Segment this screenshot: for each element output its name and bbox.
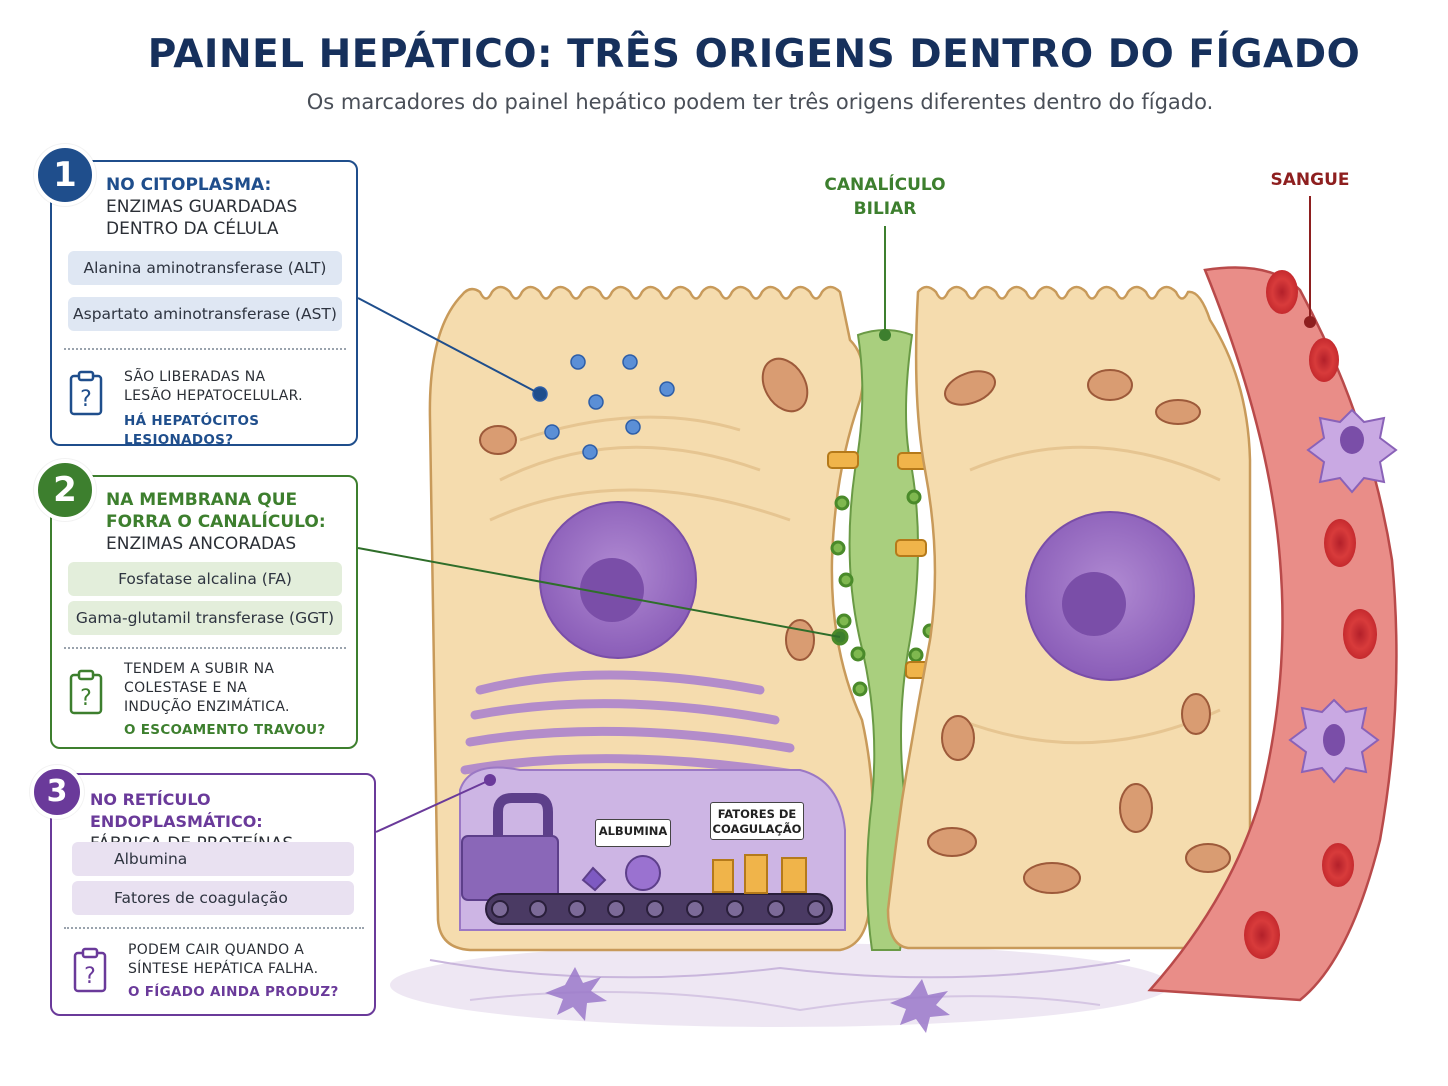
hepatocyte-right [886, 285, 1252, 950]
card-note: TENDEM A SUBIR NA COLESTASE E NA INDUÇÃO… [124, 661, 326, 738]
mitochondrion-icon [1023, 862, 1081, 894]
card-heading: NA MEMBRANA QUE FORRA O CANALÍCULO: ENZI… [106, 490, 326, 554]
card-number-badge: 2 [34, 459, 96, 521]
pointer-line-1 [357, 297, 541, 395]
card-membrane: 2 NA MEMBRANA QUE FORRA O CANALÍCULO: EN… [34, 459, 358, 749]
albumina-tag: ALBUMINA [595, 819, 671, 847]
anchored-enzymes-left [830, 495, 868, 697]
divider [64, 348, 346, 350]
red-blood-cell-icon [1266, 270, 1298, 314]
mitochondrion-icon [785, 619, 815, 661]
card-cytoplasm: 1 NO CITOPLASMA: ENZIMAS GUARDADAS DENTR… [34, 144, 358, 448]
mitochondrion-icon [1119, 783, 1153, 833]
rough-er-stack [460, 670, 805, 780]
clipboard-question-icon: ? [73, 947, 107, 993]
pointer-line-3 [375, 779, 491, 833]
marker-fatores: Fatores de coagulação [72, 881, 354, 915]
card-er: 3 NO RETÍCULO ENDOPLASMÁTICO: FÁBRICA DE… [30, 765, 376, 1016]
star-cell-icon [890, 979, 950, 1033]
cytoplasm-enzyme-dots [532, 354, 675, 460]
albumin-protein-icon [625, 855, 661, 891]
mitochondrion-icon [761, 357, 809, 413]
card-heading: NO CITOPLASMA: ENZIMAS GUARDADAS DENTRO … [106, 175, 298, 239]
mitochondrion-icon [1087, 369, 1133, 401]
divider [64, 647, 346, 649]
red-blood-cell-icon [1309, 338, 1339, 382]
marker-fa: Fosfatase alcalina (FA) [68, 562, 342, 596]
mitochondrion-icon [479, 425, 517, 455]
page-subtitle: Os marcadores do painel hepático podem t… [306, 90, 1214, 114]
marker-alt: Alanina aminotransferase (ALT) [68, 251, 342, 285]
card-number-badge: 3 [30, 765, 84, 819]
nucleolus [580, 558, 644, 622]
svg-text:?: ? [80, 686, 92, 711]
card-number-badge: 1 [34, 144, 96, 206]
marker-albumina: Albumina [72, 842, 354, 876]
clotting-factor-icon [712, 854, 807, 894]
fatores-tag: FATORES DE COAGULAÇÃO [710, 802, 804, 840]
red-blood-cell-icon [1322, 843, 1354, 887]
red-blood-cell-icon [1343, 609, 1377, 659]
sangue-label: SANGUE [1270, 170, 1350, 190]
star-cell-icon [545, 967, 607, 1021]
marker-ggt: Gama-glutamil transferase (GGT) [68, 601, 342, 635]
card-note: PODEM CAIR QUANDO A SÍNTESE HEPÁTICA FAL… [128, 942, 339, 1000]
mitochondrion-icon [1185, 843, 1231, 873]
mitochondrion-icon [941, 715, 975, 761]
red-blood-cell-icon [1244, 911, 1280, 959]
clipboard-question-icon: ? [69, 669, 103, 715]
mitochondrion-icon [927, 827, 977, 857]
page-title: PAINEL HEPÁTICO: TRÊS ORIGENS DENTRO DO … [147, 32, 1361, 77]
machine-icon [461, 835, 559, 901]
svg-text:?: ? [84, 964, 96, 989]
red-blood-cell-icon [1324, 519, 1356, 567]
marker-ast: Aspartato aminotransferase (AST) [68, 297, 342, 331]
divider [64, 927, 364, 929]
blood-vessel [1147, 266, 1398, 1002]
protein-small-icon [581, 866, 607, 892]
nucleolus [1062, 572, 1126, 636]
pointer-line-2 [357, 547, 841, 638]
card-note: SÃO LIBERADAS NA LESÃO HEPATOCELULAR. HÁ… [124, 369, 303, 448]
mitochondrion-icon [1181, 693, 1211, 735]
canaliculo-label: CANALÍCULO BILIAR [824, 175, 946, 219]
hepatocyte-left [428, 285, 875, 952]
clipboard-question-icon: ? [69, 370, 103, 416]
mitochondrion-icon [1155, 399, 1201, 425]
tissue-floor [390, 943, 1170, 1033]
svg-text:?: ? [80, 387, 92, 412]
mitochondrion-icon [944, 370, 996, 406]
